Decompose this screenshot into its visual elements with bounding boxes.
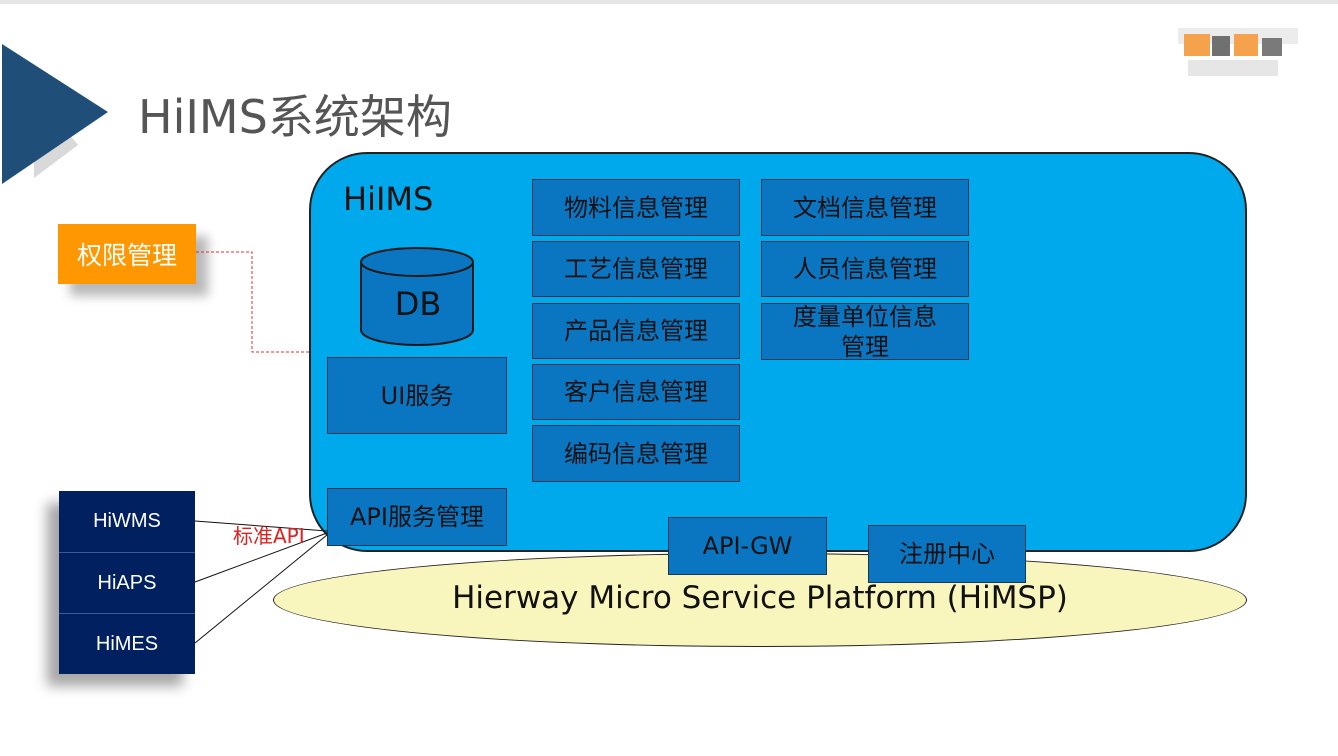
db-label: DB <box>394 285 442 323</box>
api-gateway-box: API-GW <box>668 517 827 575</box>
ui-service-label: UI服务 <box>380 381 454 410</box>
system-box-hiaps: HiAPS <box>59 552 195 613</box>
module-label: 物料信息管理 <box>564 193 708 222</box>
module-label: 人员信息管理 <box>793 255 937 283</box>
module-label: 文档信息管理 <box>793 193 937 222</box>
page-title: HiIMS系统架构 <box>138 90 452 144</box>
system-box-himes: HiMES <box>59 613 195 674</box>
api-service-label: API服务管理 <box>350 503 484 531</box>
platform-label: Hierway Micro Service Platform (HiMSP) <box>452 580 1068 616</box>
arrow-decor-icon <box>2 44 108 184</box>
module-box: 工艺信息管理 <box>532 241 740 297</box>
registry-box: 注册中心 <box>868 525 1026 583</box>
module-label: 产品信息管理 <box>564 317 708 345</box>
auth-label: 权限管理 <box>76 241 177 270</box>
auth-box: 权限管理 <box>58 224 196 284</box>
module-box: 物料信息管理 <box>532 179 740 236</box>
top-border <box>0 0 1338 4</box>
module-box: 度量单位信息管理 <box>761 302 969 361</box>
standard-api-label: 标准API <box>233 524 305 548</box>
module-box: 文档信息管理 <box>761 179 969 236</box>
hims-label: HiIMS <box>343 180 434 218</box>
module-label: 度量单位信息管理 <box>793 302 937 361</box>
api-service-box: API服务管理 <box>327 488 507 546</box>
registry-label: 注册中心 <box>899 540 995 568</box>
api-gateway-label: API-GW <box>702 532 793 560</box>
module-label: 客户信息管理 <box>564 378 708 406</box>
module-box: 编码信息管理 <box>532 425 740 482</box>
module-box: 产品信息管理 <box>532 303 740 359</box>
module-label: 编码信息管理 <box>564 439 708 468</box>
system-label: HiMES <box>95 632 159 655</box>
system-label: HiWMS <box>93 510 161 532</box>
module-box: 人员信息管理 <box>761 241 969 297</box>
blurred-logo <box>1178 20 1298 82</box>
module-box: 客户信息管理 <box>532 364 740 420</box>
ui-service-box: UI服务 <box>327 357 507 434</box>
system-box-hiwms: HiWMS <box>59 491 195 552</box>
system-label: HiAPS <box>97 571 157 594</box>
module-label: 工艺信息管理 <box>564 255 708 283</box>
external-systems: HiWMS HiAPS HiMES <box>59 491 195 674</box>
database-icon <box>360 247 474 346</box>
